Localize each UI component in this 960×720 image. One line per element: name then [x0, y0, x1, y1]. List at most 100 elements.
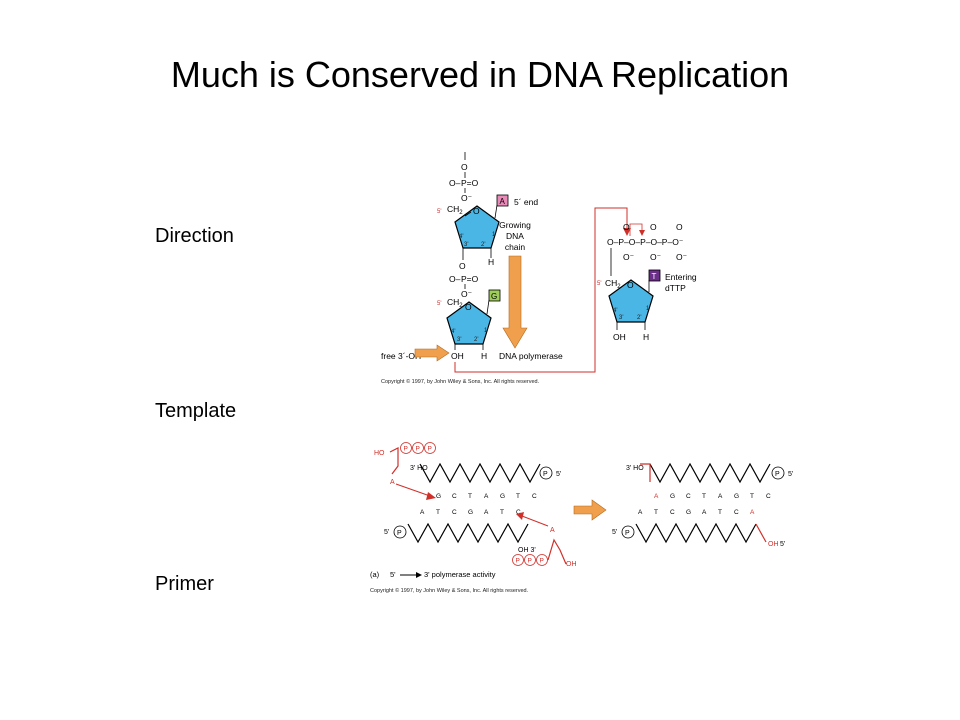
- svg-text:O: O: [465, 302, 472, 312]
- svg-text:C: C: [516, 509, 521, 516]
- ho-label-red: HO: [374, 450, 385, 457]
- base-a-label: A: [500, 197, 506, 206]
- sugar-ring-dttp: [608, 279, 654, 323]
- svg-text:C: C: [532, 493, 537, 500]
- svg-text:T: T: [702, 493, 706, 500]
- svg-text:2': 2': [637, 315, 641, 321]
- transition-arrow: [573, 499, 607, 521]
- svg-text:G: G: [436, 493, 441, 500]
- svg-text:3': 3': [464, 242, 468, 248]
- svg-text:G: G: [468, 509, 473, 516]
- svg-text:5': 5': [597, 281, 601, 287]
- svg-text:O⁻: O⁻: [650, 252, 661, 262]
- growing-chain-arrow: [502, 255, 528, 349]
- primer-p-label: P: [397, 530, 402, 537]
- svg-text:G: G: [500, 493, 505, 500]
- svg-text:T: T: [750, 493, 754, 500]
- h-label-lower: H: [481, 351, 487, 361]
- template-strand-right: [649, 462, 771, 484]
- label-primer: Primer: [155, 573, 214, 595]
- svg-text:O: O: [650, 222, 657, 232]
- svg-text:3': 3': [457, 337, 461, 343]
- svg-text:CH2: CH2: [447, 204, 463, 216]
- svg-text:C: C: [670, 509, 675, 516]
- h-label: H: [488, 257, 494, 267]
- svg-text:P=O: P=O: [461, 274, 479, 284]
- svg-text:O–: O–: [449, 274, 461, 284]
- result-p-top-label: P: [775, 471, 780, 478]
- free-oh-arrow: [414, 344, 450, 362]
- svg-text:T: T: [516, 493, 520, 500]
- primer-strand-left: [407, 522, 529, 544]
- result-3-bottom-label: 5': [780, 541, 785, 548]
- svg-text:C: C: [452, 509, 457, 516]
- slide-title: Much is Conserved in DNA Replication: [170, 54, 790, 95]
- svg-text:CH2: CH2: [605, 278, 621, 290]
- svg-text:A: A: [420, 509, 425, 516]
- svg-text:T: T: [468, 493, 472, 500]
- result-5-bottom-label: 5': [612, 529, 617, 536]
- sugar-ring-upper: [454, 205, 500, 249]
- oh-label-red: OH: [566, 561, 577, 568]
- svg-text:A: A: [638, 509, 643, 516]
- svg-text:CH2: CH2: [447, 297, 463, 309]
- svg-text:O: O: [623, 222, 630, 232]
- primer-5-label: 5': [384, 529, 389, 536]
- oh-label: OH: [451, 351, 464, 361]
- label-template: Template: [155, 400, 237, 422]
- base-g-label: G: [491, 292, 497, 301]
- template-p-label: P: [543, 471, 548, 478]
- nucleotide-diagram: O O– P=O O⁻ 5' CH2 O H 4' 1' 3' 2' A 5´ …: [381, 152, 697, 385]
- base-t-label: T: [652, 272, 657, 281]
- result-3-label: 3' HO: [626, 465, 644, 472]
- svg-text:4': 4': [459, 234, 463, 240]
- svg-text:O: O: [461, 162, 468, 172]
- base-t-box: [648, 269, 661, 282]
- caption-a-label: (a): [370, 570, 380, 579]
- svg-text:T: T: [718, 509, 722, 516]
- result-p-bottom-label: P: [625, 530, 630, 537]
- svg-text:G: G: [670, 493, 675, 500]
- svg-text:O–: O–: [449, 178, 461, 188]
- fig2-copyright: Copyright © 1997, by John Wiley & Sons, …: [370, 587, 529, 594]
- svg-text:C: C: [734, 509, 739, 516]
- svg-text:A: A: [484, 509, 489, 516]
- caption-activity-label: 3' polymerase activity: [424, 570, 496, 579]
- svg-text:1': 1': [646, 306, 650, 312]
- svg-text:O: O: [473, 206, 480, 216]
- svg-text:P: P: [416, 446, 420, 453]
- svg-text:2': 2': [481, 242, 485, 248]
- five-prime-end-label: 5´ end: [514, 197, 538, 207]
- template-5-label: 5': [556, 471, 561, 478]
- svg-text:T: T: [500, 509, 504, 516]
- result-5-top-label: 5': [788, 471, 793, 478]
- incoming-a-top: A: [390, 479, 395, 486]
- svg-text:5': 5': [437, 301, 441, 307]
- svg-text:P=O: P=O: [461, 178, 479, 188]
- svg-text:O: O: [676, 222, 683, 232]
- svg-text:A: A: [718, 493, 723, 500]
- svg-text:A: A: [750, 509, 755, 516]
- primer-strand-right: [635, 522, 757, 544]
- svg-text:A: A: [702, 509, 707, 516]
- svg-text:O: O: [459, 261, 466, 271]
- svg-text:C: C: [686, 493, 691, 500]
- svg-text:T: T: [436, 509, 440, 516]
- result-oh-label: OH: [768, 541, 779, 548]
- svg-text:O⁻: O⁻: [676, 252, 687, 262]
- svg-text:O⁻: O⁻: [461, 289, 472, 299]
- svg-text:4': 4': [613, 308, 617, 314]
- base-g-box: [488, 289, 501, 302]
- base-a-box: [496, 194, 509, 207]
- svg-text:P: P: [540, 558, 544, 565]
- svg-text:O⁻: O⁻: [461, 193, 472, 203]
- incoming-a-bottom: A: [550, 527, 555, 534]
- svg-text:C: C: [766, 493, 771, 500]
- dna-polymerase-label: DNA polymerase: [499, 351, 563, 361]
- svg-text:T: T: [654, 509, 658, 516]
- svg-text:P: P: [528, 558, 532, 565]
- fig1-copyright: Copyright © 1997, by John Wiley & Sons, …: [381, 378, 540, 385]
- svg-text:P: P: [516, 558, 520, 565]
- entering-label-1: Entering: [665, 272, 697, 282]
- growing-label-3: chain: [505, 242, 526, 252]
